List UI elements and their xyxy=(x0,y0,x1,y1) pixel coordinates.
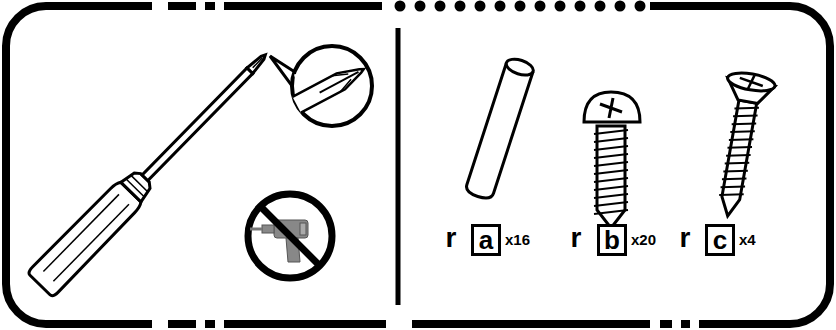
part-letter-box: a xyxy=(471,224,501,256)
tip-callout xyxy=(292,46,372,126)
no-drill-sign xyxy=(248,194,332,278)
pan-head-screw xyxy=(584,92,640,228)
part-prefix: r xyxy=(680,224,691,252)
quantity-label: x20 xyxy=(631,232,656,247)
quantity-label: x16 xyxy=(505,232,530,247)
divider xyxy=(396,28,401,305)
screwdriver xyxy=(27,42,278,297)
part-letter: a xyxy=(479,227,493,253)
part-letter-box: b xyxy=(597,224,627,256)
countersunk-screw xyxy=(704,70,776,220)
part-letter: c xyxy=(713,227,727,253)
part-prefix: r xyxy=(446,224,457,252)
part-letter-box: c xyxy=(705,224,735,256)
wooden-dowel xyxy=(464,56,535,201)
frame-gaps xyxy=(152,0,699,330)
part-prefix: r xyxy=(571,224,582,252)
quantity-label: x4 xyxy=(739,232,756,247)
frame xyxy=(6,6,830,324)
part-letter: b xyxy=(604,227,620,253)
frame-dots xyxy=(395,1,646,12)
phillips-tip xyxy=(292,61,368,113)
